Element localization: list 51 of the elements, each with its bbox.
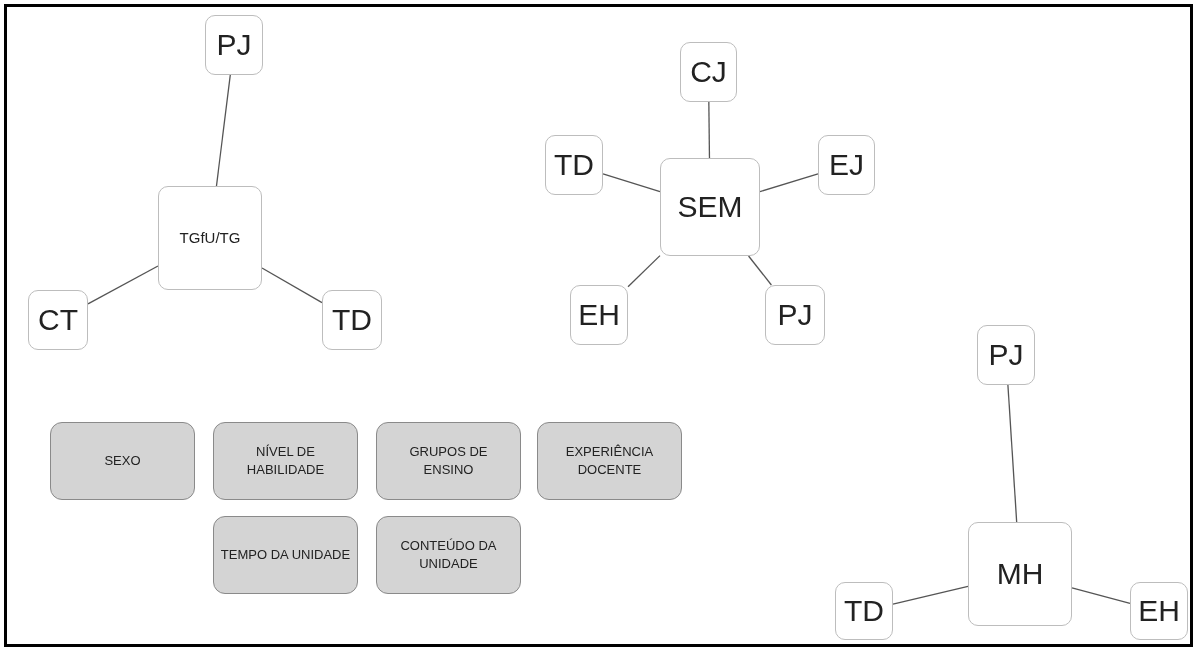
node-label: PJ	[777, 296, 813, 333]
connector-line	[215, 74, 231, 187]
concept-box	[977, 325, 1035, 385]
connector-line	[747, 255, 773, 286]
node-label: TGfU/TG	[179, 227, 241, 248]
factor-box	[376, 516, 521, 594]
connector-line	[892, 585, 969, 605]
concept-box	[835, 582, 893, 640]
node-label: EH	[578, 296, 620, 333]
node-label: MH	[996, 555, 1044, 592]
node-label: SEXO	[103, 452, 142, 470]
node-label: EXPERIÊNCIA DOCENTE	[564, 443, 655, 479]
concept-box	[545, 135, 603, 195]
connector-line	[602, 173, 661, 193]
node-label: TD	[844, 592, 884, 629]
concept-box	[28, 290, 88, 350]
concept-box	[570, 285, 628, 345]
node-label: TD	[554, 146, 594, 183]
concept-box	[968, 522, 1072, 626]
connector-line	[1071, 587, 1131, 604]
node-label: CT	[38, 301, 78, 338]
concept-box	[765, 285, 825, 345]
factor-box	[376, 422, 521, 500]
factor-box	[50, 422, 195, 500]
connector-line	[87, 265, 159, 305]
connector-line	[759, 173, 819, 193]
concept-box	[158, 186, 262, 290]
factor-box	[213, 516, 358, 594]
concept-box	[205, 15, 263, 75]
node-label: EJ	[829, 146, 864, 183]
node-label: GRUPOS DE ENSINO	[408, 443, 489, 479]
node-label: TD	[332, 301, 372, 338]
node-label: NÍVEL DE HABILIDADE	[245, 443, 326, 479]
connector-line	[1007, 384, 1018, 523]
connector-line	[708, 101, 711, 159]
concept-box	[818, 135, 875, 195]
connector-line	[627, 255, 661, 288]
concept-box	[322, 290, 382, 350]
node-label: PJ	[216, 26, 252, 63]
factor-box	[213, 422, 358, 500]
factor-box	[537, 422, 682, 500]
concept-box	[660, 158, 760, 256]
connector-line	[261, 267, 323, 304]
node-label: CONTEÚDO DA UNIDADE	[399, 537, 498, 573]
node-label: PJ	[988, 336, 1024, 373]
concept-box	[680, 42, 737, 102]
node-label: CJ	[690, 53, 727, 90]
node-label: SEM	[677, 188, 743, 225]
node-label: TEMPO DA UNIDADE	[219, 546, 352, 564]
concept-box	[1130, 582, 1188, 640]
node-label: EH	[1138, 592, 1180, 629]
